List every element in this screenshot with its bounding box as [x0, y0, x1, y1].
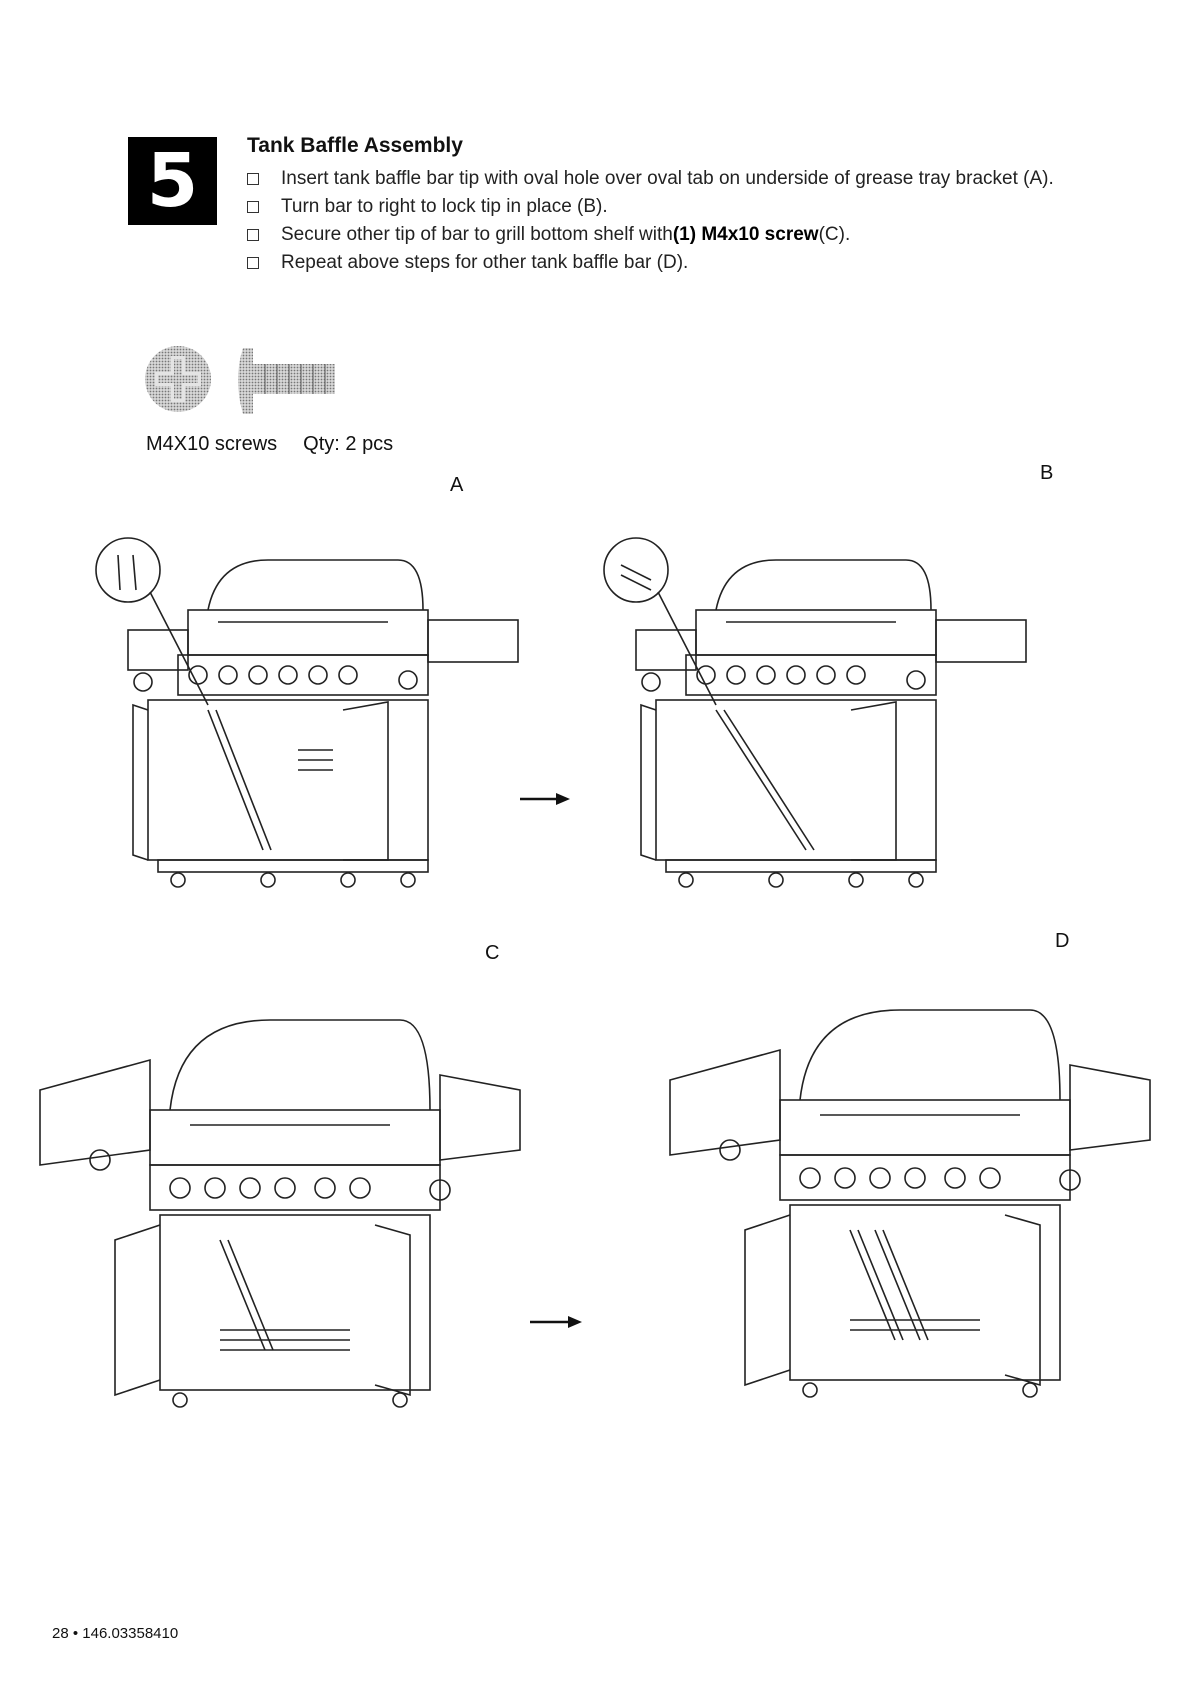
screw-hardware-illustration — [145, 346, 335, 414]
arrow-icon — [520, 792, 570, 811]
hardware-quantity: M4X10 screws Qty: 2 pcs — [146, 433, 393, 456]
page-footer: 28 • 146.03358410 — [52, 1625, 179, 1642]
checkbox-icon — [247, 257, 259, 269]
grill-illustration-c — [39, 1019, 521, 1408]
instruction-list: Insert tank baffle bar tip with oval hol… — [247, 165, 1054, 277]
hardware-qty: Qty: 2 pcs — [303, 433, 394, 455]
arrow-icon — [530, 1315, 582, 1334]
figure-label-c: C — [485, 942, 500, 964]
checkbox-icon — [247, 201, 259, 213]
instruction-item: Secure other tip of bar to grill bottom … — [247, 221, 1054, 249]
screw-side-icon — [238, 348, 335, 414]
figure-label-a: A — [450, 474, 464, 496]
grill-illustration-d — [669, 1009, 1151, 1398]
step-number-badge: 5 — [128, 137, 217, 225]
figure-label-b: B — [1040, 462, 1054, 484]
instruction-item: Insert tank baffle bar tip with oval hol… — [247, 165, 1054, 193]
screw-head-icon — [145, 346, 211, 412]
instruction-item: Turn bar to right to lock tip in place (… — [247, 193, 1054, 221]
section-heading: Tank Baffle Assembly — [247, 134, 463, 157]
checkbox-icon — [247, 173, 259, 185]
figure-label-d: D — [1055, 930, 1070, 952]
checkbox-icon — [247, 229, 259, 241]
grill-illustration-a — [95, 537, 519, 888]
hardware-name: M4X10 screws — [146, 433, 278, 455]
grill-illustration-b — [603, 537, 1027, 888]
instruction-item: Repeat above steps for other tank baffle… — [247, 249, 1054, 277]
